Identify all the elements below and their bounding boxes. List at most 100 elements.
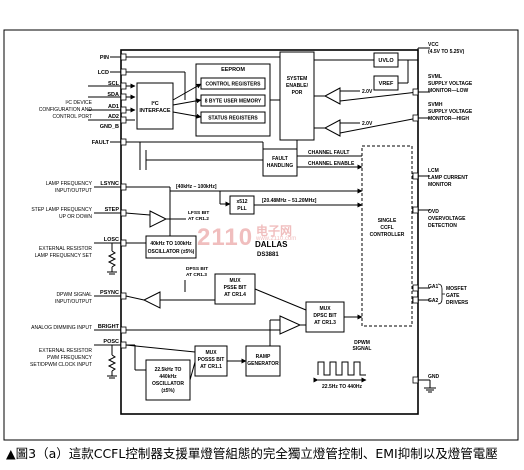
pll-label-2: PLL [237, 206, 246, 212]
mux-posss-label-2: POSSS BIT [198, 357, 225, 363]
dpwm-signal-label-1: DPWM [354, 340, 370, 346]
svm-comparators [314, 87, 419, 137]
lcm-2: LAMP CURRENT [428, 175, 468, 181]
lcm-3: MONITOR [428, 182, 452, 188]
pin-ad2: AD2 [108, 114, 119, 120]
eeprom-label: EEPROM [221, 67, 245, 73]
status-registers-label: STATUS REGISTERS [208, 116, 258, 122]
pin-gnd: GND [428, 374, 440, 380]
label-lamp-freq-1: LAMP FREQUENCY [46, 181, 93, 187]
i2c-interface-block [136, 82, 174, 130]
gnd-symbol [424, 380, 436, 393]
left-pin-boxes [120, 53, 127, 349]
pin-ga2: GA2 [428, 298, 439, 304]
mux-psse-label-1: MUX [229, 278, 241, 284]
channel-enable-label: CHANNEL ENABLE [308, 161, 355, 167]
ref-2v-b: 2.0V [362, 121, 373, 127]
mux-posss-label-1: MUX [205, 350, 217, 356]
label-ext-res-pwm-2: PWM FREQUENCY [47, 355, 93, 361]
ref-2v-a: 2.0V [362, 89, 373, 95]
figure-frame [3, 29, 519, 441]
mux-psse-label-3: AT CR1.4 [224, 292, 246, 298]
pin-posc: POSC [103, 339, 119, 345]
pin-losc: LOSC [104, 237, 119, 243]
system-enable-label-1: SYSTEM [287, 76, 308, 82]
mux-psse-label-2: PSSE BIT [224, 285, 247, 291]
vcc-range: (4.5V TO 5.25V) [428, 49, 465, 55]
i2c-interface-label-1: I²C [151, 100, 158, 107]
lfss-label-2: AT CR1.2 [188, 216, 209, 222]
pll-range-label: [20.48MHz – 51.20MHz] [262, 198, 317, 204]
left-pin-lines [88, 56, 136, 346]
label-step-freq-1: STEP LAMP FREQUENCY [31, 207, 92, 213]
svmh-1: SVMH [428, 102, 443, 108]
lamp-oscillator-block [145, 235, 197, 259]
fault-handling-block [262, 148, 298, 177]
channel-fault-label: CHANNEL FAULT [308, 150, 349, 156]
fault-handling-label-2: HANDLING [267, 163, 293, 169]
control-registers-block [200, 77, 266, 90]
dpwm-range-label: 22.5Hz TO 440Hz [322, 384, 362, 390]
lcm-1: LCM [428, 168, 439, 174]
pwm-oscillator-label-3: OSCILLATOR [152, 381, 184, 387]
pwm-oscillator-label-1: 22.5kHz TO [155, 367, 182, 373]
pin-gnd-b: GND_B [100, 124, 119, 130]
ic-body [120, 49, 419, 415]
label-dpwm-2: INPUT/OUTPUT [55, 299, 92, 305]
label-i2c-2: CONFIGURATION AND [39, 107, 93, 113]
label-i2c-3: CONTROL PORT [53, 114, 92, 120]
ovd-3: DETECTION [428, 223, 457, 229]
fault-handling-label-1: FAULT [272, 156, 288, 162]
pin-sda: SDA [107, 92, 119, 98]
watermark-url: www.2110.com [256, 236, 297, 242]
pin-scl: SCL [108, 81, 120, 87]
mosfet-2: GATE [446, 293, 460, 299]
chip-logo: DALLAS [255, 240, 288, 249]
pin-ga1: GA1 [428, 284, 439, 290]
lamp-oscillator-label-1: 40kHz TO 100kHz [150, 241, 192, 247]
figure-caption: ▲圖3（a）這款CCFL控制器支援單燈管組態的完全獨立燈管控制、EMI抑制以及燈… [6, 446, 498, 461]
label-step-freq-2: UP OR DOWN [59, 214, 92, 220]
svmh-2: SUPPLY VOLTAGE [428, 109, 473, 115]
watermark-logo: 2110 [197, 224, 254, 251]
uvlo-label: UVLO [378, 58, 394, 64]
i2c-interface-label-2: INTERFACE [139, 108, 171, 114]
svml-3: MONITOR—LOW [428, 88, 468, 94]
lfss-label-1: LFSS BIT [188, 210, 209, 216]
dpwm-signal-label-2: SIGNAL [353, 346, 372, 352]
mux-posss-label-3: AT CR1.1 [200, 364, 222, 370]
mosfet-3: DRIVERS [446, 300, 469, 306]
system-enable-label-3: POR [292, 90, 303, 96]
ovd-1: OVD [428, 209, 439, 215]
pin-bright: BRIGHT [98, 324, 120, 330]
label-ext-res-lamp-1: EXTERNAL RESISTOR [39, 246, 92, 252]
system-enable-label-2: ENABLE/ [286, 83, 309, 89]
system-enable-block [279, 51, 315, 141]
dpwm-buffer [142, 291, 161, 309]
lfss-buffer [149, 210, 168, 228]
external-resistors [107, 243, 117, 379]
ramp-generator-label-2: GENERATOR [247, 361, 279, 367]
pwm-oscillator-label-2: 440kHz [159, 374, 177, 380]
controller-label-3: CONTROLLER [370, 232, 405, 238]
lamp-oscillator-label-2: OSCILLATOR (±5%) [148, 249, 195, 255]
mosfet-1: MOSFET [446, 286, 467, 292]
dpss-label-2: AT CR1.3 [186, 272, 207, 278]
mosfet-brace [437, 283, 445, 305]
control-registers-label: CONTROL REGISTERS [206, 82, 262, 88]
bright-comparator [279, 315, 302, 335]
label-ext-res-pwm-1: EXTERNAL RESISTOR [39, 348, 92, 354]
pin-lcd: LCD [98, 70, 109, 76]
pwm-oscillator-block [145, 359, 191, 401]
svmh-3: MONITOR—HIGH [428, 116, 469, 122]
right-pin-boxes [412, 88, 419, 384]
mux-dpsc-label-2: DPSC BIT [313, 313, 336, 319]
chip-part-number: DS3881 [257, 252, 279, 258]
controller-label-1: SINGLE [378, 218, 397, 224]
dpss-label-1: DPSS BIT [186, 266, 208, 272]
user-memory-label: 8 BYTE USER MEMORY [205, 99, 262, 105]
pin-fault: FAULT [92, 140, 110, 146]
pin-vcc: VCC [428, 42, 439, 48]
label-analog: ANALOG DIMMING INPUT [31, 325, 92, 331]
